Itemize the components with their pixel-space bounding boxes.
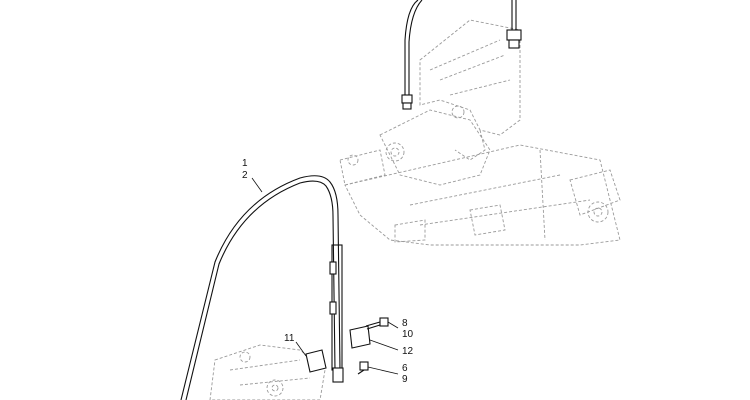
- mount-bracket: [349, 325, 371, 349]
- callout-11: 11: [284, 333, 295, 344]
- callout-10: 10: [402, 329, 414, 340]
- callout-12: 12: [402, 346, 414, 357]
- callout-8: 8: [402, 318, 408, 329]
- clamp-bracket: [305, 349, 327, 373]
- bolt-lower: [357, 361, 369, 375]
- upper-handrail: [401, 0, 522, 110]
- callout-1: 1: [242, 158, 248, 169]
- callout-9: 9: [402, 374, 408, 385]
- callout-2: 2: [242, 170, 248, 181]
- callout-6: 6: [402, 363, 408, 374]
- machine-chassis-ghost: [209, 19, 621, 400]
- leader-lines: [251, 177, 399, 375]
- bolt-upper: [365, 317, 389, 330]
- main-handrail: [180, 175, 344, 400]
